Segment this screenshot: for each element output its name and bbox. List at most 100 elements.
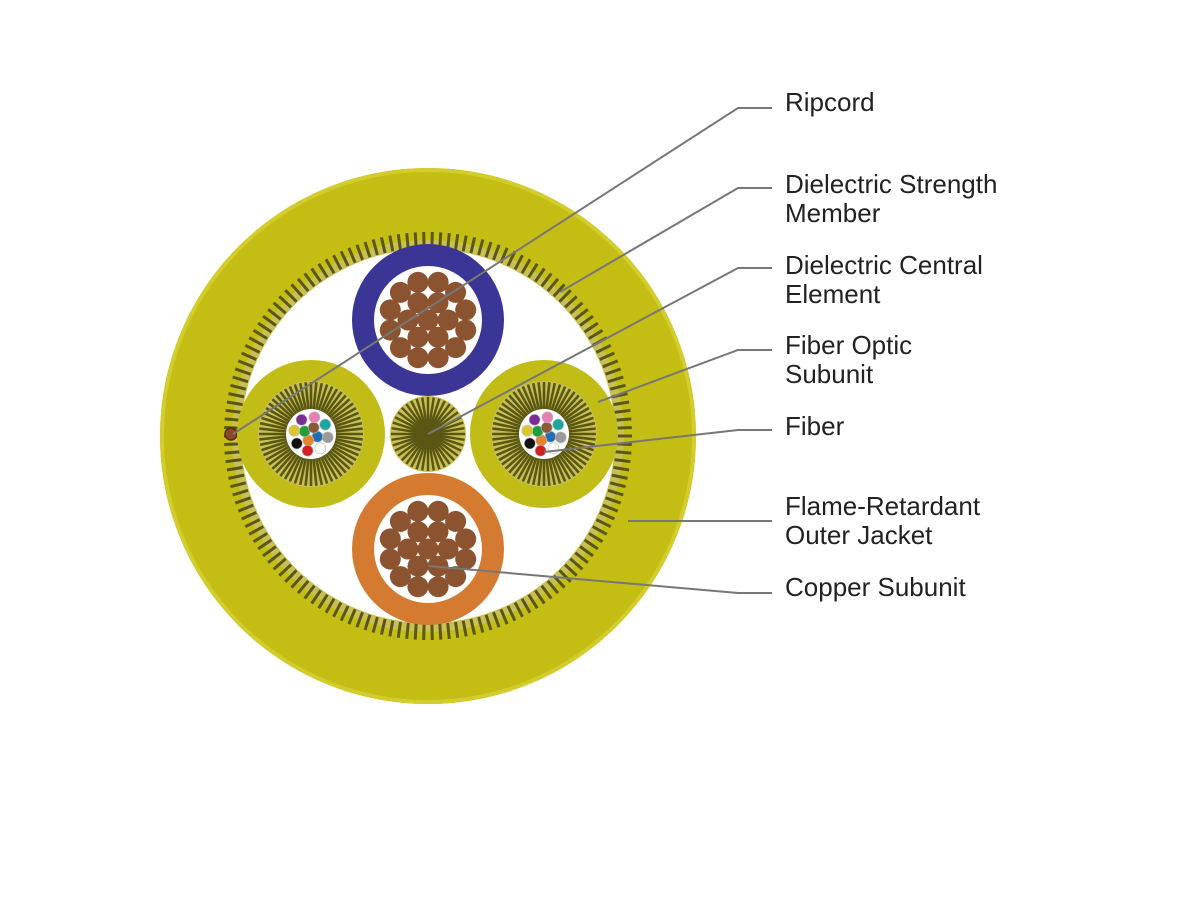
strength-member-strand xyxy=(413,623,418,640)
strength-member-strand xyxy=(540,272,553,288)
strength-member-strand xyxy=(609,383,626,391)
fiber-optic-subunit-right-aramid-strand xyxy=(552,455,567,483)
strength-member-strand xyxy=(563,563,578,577)
fiber-optic-subunit-left-aramid-strand xyxy=(334,435,363,441)
fiber-optic-subunit-right-aramid-strand xyxy=(550,456,562,484)
fiber-optic-subunit-right-aramid-strand xyxy=(501,402,526,421)
copper-subunit-bottom-wire xyxy=(389,510,411,532)
fiber-optic-subunit-left-aramid-strand xyxy=(327,398,351,419)
fiber-dot xyxy=(552,418,565,431)
copper-subunit-bottom-wire xyxy=(417,538,439,560)
fiber-optic-subunit-right-aramid-strand xyxy=(567,421,596,431)
strength-member-strand xyxy=(595,343,612,354)
leader-dielectric-central-element xyxy=(427,267,772,435)
strength-member-strand xyxy=(310,589,322,605)
callout-dielectric-central-element: Dielectric Central Element xyxy=(785,251,983,309)
strength-member-strand xyxy=(234,496,251,505)
strength-member-strand xyxy=(237,359,254,369)
strength-member-strand xyxy=(615,417,632,422)
strength-member-strand xyxy=(599,351,616,361)
strength-member-strand xyxy=(396,233,402,251)
strength-member-strand xyxy=(339,605,350,622)
fiber-optic-subunit-left-aramid-strand xyxy=(259,437,288,447)
copper-subunit-bottom-wire xyxy=(389,566,411,588)
strength-member-strand xyxy=(461,235,468,252)
strength-member-strand xyxy=(226,465,243,472)
strength-member-strand xyxy=(278,563,293,577)
strength-member-strand xyxy=(290,574,304,589)
fiber-optic-subunit-right-aramid-strand xyxy=(545,382,551,411)
strength-member-strand xyxy=(324,598,336,614)
fiber-dot xyxy=(540,421,553,434)
copper-subunit-bottom-wire xyxy=(455,528,477,550)
strength-member-strand xyxy=(230,481,247,489)
leader-fiber-optic-subunit xyxy=(597,349,772,403)
copper-subunit-bottom-wire xyxy=(455,548,477,570)
strength-member-strand xyxy=(248,336,265,347)
copper-subunit-top-wire xyxy=(455,299,477,321)
fiber-optic-subunit-left-aramid-strand xyxy=(259,421,288,431)
fiber-optic-subunit-left-aramid-strand xyxy=(333,440,361,452)
fiber-optic-subunit-right-aramid-strand xyxy=(504,398,528,419)
copper-subunit-top-wire xyxy=(427,347,449,369)
callout-flame-retardant-outer-jacket: Flame-Retardant Outer Jacket xyxy=(785,492,980,550)
copper-subunit-top-wire xyxy=(407,292,429,314)
strength-member-strand xyxy=(563,295,578,309)
copper-subunit-top-wire xyxy=(455,319,477,341)
fiber-optic-subunit-right-aramid-strand xyxy=(521,385,536,413)
strength-member-strand xyxy=(461,620,468,637)
strength-member-strand xyxy=(339,250,350,267)
strength-member-strand xyxy=(303,272,316,288)
copper-subunit-top-wire xyxy=(379,299,401,321)
strength-member-strand xyxy=(454,233,460,251)
strength-member-strand xyxy=(591,525,608,536)
fiber-optic-subunit-left-aramid-strand xyxy=(275,394,296,418)
strength-member-strand xyxy=(599,511,616,521)
fiber-optic-subunit-left-aramid-strand xyxy=(324,452,343,477)
strength-member-strand xyxy=(605,367,622,376)
strength-member-strand xyxy=(613,465,630,472)
callout-fiber: Fiber xyxy=(785,412,844,441)
strength-member-strand xyxy=(477,239,485,256)
ripcord-marker xyxy=(224,427,238,441)
strength-member-strand xyxy=(371,616,379,633)
copper-subunit-top-wire xyxy=(407,271,429,293)
leader-ripcord xyxy=(232,107,772,435)
strength-member-strand xyxy=(492,244,501,261)
strength-member-strand xyxy=(534,589,546,605)
callout-dielectric-strength-member-line2: Member xyxy=(785,198,881,228)
strength-member-strand xyxy=(438,623,443,640)
strength-member-strand xyxy=(262,545,277,558)
strength-member-strand xyxy=(527,593,539,610)
strength-member-strand xyxy=(371,239,379,256)
fiber-optic-subunit-right-aramid-strand xyxy=(504,449,528,470)
fiber-optic-subunit-left-aramid-strand xyxy=(283,454,301,480)
strength-member-strand xyxy=(613,400,630,407)
fiber-optic-subunit-right-aramid-strand xyxy=(494,416,522,428)
strength-member-strand xyxy=(284,289,298,303)
fiber-optic-subunit-left-aramid-strand xyxy=(261,440,289,452)
strength-member-strand xyxy=(230,383,247,391)
fiber-optic-subunit-left-aramid-strand xyxy=(288,455,303,483)
fiber-optic-subunit-left-aramid-strand xyxy=(262,411,290,426)
strength-member-strand xyxy=(228,473,245,480)
fiber-optic-subunit-right-aramid-strand xyxy=(492,421,521,431)
fiber-optic-subunit-right-aramid-strand xyxy=(554,388,572,414)
fiber-dot xyxy=(523,437,536,450)
fiber-optic-subunit-right-aramid-strand xyxy=(560,449,584,470)
strength-member-strand xyxy=(232,375,249,384)
copper-subunit-top-wire xyxy=(437,309,459,331)
strength-member-strand xyxy=(546,277,560,293)
fiber-dot xyxy=(554,431,567,444)
copper-subunit-top-wire xyxy=(389,337,411,359)
strength-member-strand xyxy=(224,442,241,446)
copper-subunit-bottom-wire xyxy=(437,538,459,560)
copper-subunit-top-wire xyxy=(427,271,449,293)
callout-flame-retardant-outer-jacket-line2: Outer Jacket xyxy=(785,520,933,550)
fiber-optic-subunit-right-aramid-strand xyxy=(554,454,572,480)
copper-subunit-bottom-wire xyxy=(379,548,401,570)
callout-dielectric-central-element-line2: Element xyxy=(785,279,881,309)
fiber-optic-subunit-left-aramid-strand xyxy=(326,450,347,474)
strength-member-strand xyxy=(284,569,298,583)
fiber-optic-subunit-right-aramid-strand xyxy=(531,382,541,411)
